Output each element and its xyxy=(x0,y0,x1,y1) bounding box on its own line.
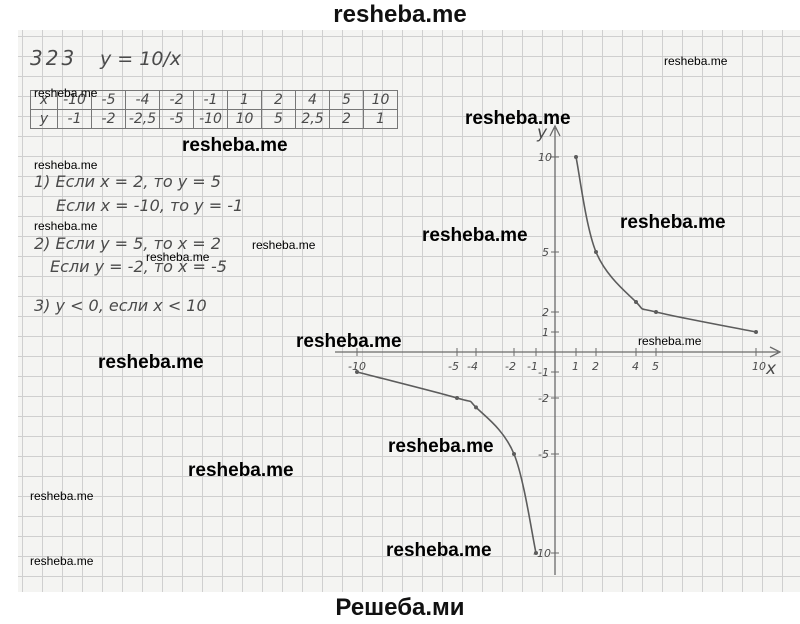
task-formula: y = 10/x xyxy=(100,48,182,70)
values-table: x -10 -5 -4 -2 -1 1 2 4 5 10 y -1 -2 -2,… xyxy=(30,90,398,129)
watermark: resheba.me xyxy=(30,554,94,568)
watermark: resheba.me xyxy=(620,212,726,233)
watermark: resheba.me xyxy=(34,86,98,100)
x-axis-label: x xyxy=(765,359,777,379)
watermark: resheba.me xyxy=(252,238,316,252)
table-cell: -5 xyxy=(91,90,126,110)
data-point xyxy=(512,452,516,456)
data-point xyxy=(594,250,598,254)
y-tick-label: -5 xyxy=(538,448,549,461)
graph-axes: xy xyxy=(335,123,782,575)
x-tick-label: 4 xyxy=(632,360,639,373)
table-row-x: x -10 -5 -4 -2 -1 1 2 4 5 10 xyxy=(30,90,398,110)
data-point xyxy=(355,370,359,374)
hyperbola-branch-1 xyxy=(356,371,537,554)
graph-curves xyxy=(355,155,758,555)
table-row-y: y -1 -2 -2,5 -5 -10 10 5 2,5 2 1 xyxy=(30,109,398,129)
y-tick-label: 10 xyxy=(538,151,552,164)
x-tick-label: -2 xyxy=(505,360,516,373)
site-header[interactable]: resheba.me xyxy=(333,1,467,28)
watermark: resheba.me xyxy=(34,219,98,233)
y-axis-arrow xyxy=(549,124,561,137)
data-point xyxy=(534,551,538,555)
table-cell: -1 xyxy=(57,109,92,129)
data-point xyxy=(654,310,658,314)
table-cell: -2 xyxy=(91,109,126,129)
watermark: resheba.me xyxy=(386,540,492,561)
answer-1-line-1: 1) Если x = 2, то y = 5 xyxy=(34,172,221,191)
answer-1-line-2: Если x = -10, то y = -1 xyxy=(56,196,244,215)
site-footer: Решеба.ми xyxy=(335,594,465,621)
watermark: resheba.me xyxy=(422,225,528,246)
x-tick-label: 1 xyxy=(572,360,579,373)
x-tick-label: -1 xyxy=(527,360,538,373)
table-cell: 10 xyxy=(227,109,262,129)
x-axis-arrow xyxy=(769,346,782,358)
y-tick-label: -2 xyxy=(538,392,549,405)
table-cell: -2 xyxy=(159,90,194,110)
table-cell: -5 xyxy=(159,109,194,129)
watermark: resheba.me xyxy=(188,460,294,481)
y-tick-label: 2 xyxy=(542,306,549,319)
answer-2-line-1: 2) Если y = 5, то x = 2 xyxy=(34,234,221,253)
watermark: resheba.me xyxy=(146,250,210,264)
answer-3: 3) y < 0, если x < 10 xyxy=(34,296,207,315)
table-cell: -10 xyxy=(193,109,228,129)
data-point xyxy=(474,405,478,410)
watermark: resheba.me xyxy=(30,489,94,503)
y-tick-label: 1 xyxy=(542,326,549,339)
x-tick-label: -5 xyxy=(448,360,459,373)
x-tick-label: 5 xyxy=(652,360,659,373)
table-cell: -2,5 xyxy=(125,109,160,129)
y-tick-label: 5 xyxy=(542,246,549,259)
task-number: 323 xyxy=(30,46,78,70)
data-point xyxy=(634,300,638,304)
watermark: resheba.me xyxy=(664,54,728,68)
data-point xyxy=(455,396,459,400)
table-cell: 1 xyxy=(363,109,398,129)
x-tick-label: -10 xyxy=(348,360,366,373)
y-tick-label: -10 xyxy=(533,547,551,560)
x-tick-label: -4 xyxy=(467,360,478,373)
table-header-y: y xyxy=(30,109,58,129)
watermark: resheba.me xyxy=(296,331,402,352)
x-tick-label: 2 xyxy=(592,360,599,373)
data-point xyxy=(574,155,578,159)
watermark: resheba.me xyxy=(182,135,288,156)
watermark: resheba.me xyxy=(465,108,571,129)
x-tick-label: 10 xyxy=(752,360,766,373)
watermark: resheba.me xyxy=(388,436,494,457)
hyperbola-branch-2 xyxy=(575,156,757,333)
watermark: resheba.me xyxy=(34,158,98,172)
table-cell: 10 xyxy=(363,90,398,110)
data-point xyxy=(754,330,758,334)
watermark: resheba.me xyxy=(98,352,204,373)
watermark: resheba.me xyxy=(638,334,702,348)
y-tick-label: -1 xyxy=(538,366,549,379)
answer-2-line-2: Если y = -2, то x = -5 xyxy=(50,257,227,276)
table-cell: 5 xyxy=(261,109,296,129)
y-axis-label: y xyxy=(536,123,548,143)
